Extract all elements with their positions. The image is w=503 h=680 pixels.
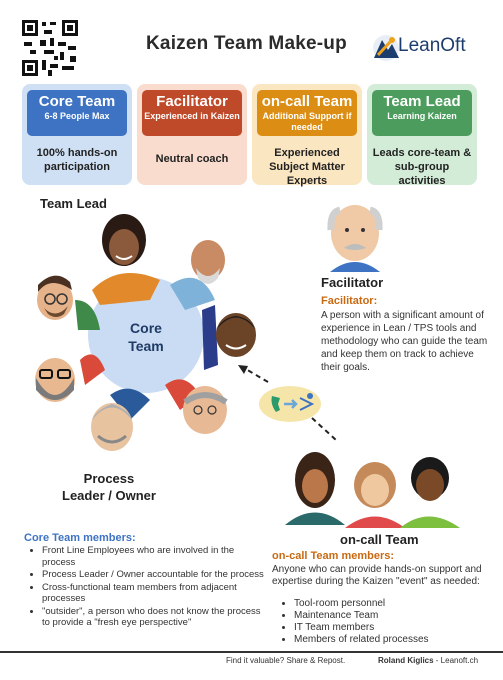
phone-icon bbox=[259, 386, 321, 422]
card-body: 100% hands-on participation bbox=[36, 147, 118, 173]
card-header: on-call Team Additional Support if neede… bbox=[257, 90, 357, 136]
card-body: Neutral coach bbox=[155, 153, 229, 165]
card-header: Core Team 6-8 People Max bbox=[27, 90, 127, 136]
process-leader-label: Process Leader / Owner bbox=[62, 470, 156, 504]
core-members-list: Front Line Employees who are involved in… bbox=[24, 545, 267, 630]
oncall-members-list: Tool-room personnel Maintenance Team IT … bbox=[272, 598, 503, 646]
core-team-label: Core Team bbox=[128, 320, 164, 354]
footer-author: Roland Kiglics bbox=[378, 656, 434, 665]
core-team-table bbox=[88, 277, 204, 393]
card-title: Core Team bbox=[38, 93, 116, 110]
right-man-person bbox=[202, 305, 256, 370]
footer-divider bbox=[0, 651, 503, 653]
card-body: Experienced Subject Matter Experts bbox=[269, 147, 345, 187]
glasses-man-left-person bbox=[37, 275, 100, 330]
footer-credit: Roland Kiglics - Leanoft.ch bbox=[378, 656, 478, 665]
process-label-line2: Leader / Owner bbox=[62, 488, 156, 503]
oncall-members-heading: on-call Team members: bbox=[272, 550, 395, 562]
list-item: Maintenance Team bbox=[294, 610, 503, 622]
bald-man-person bbox=[170, 240, 225, 310]
team-lead-person bbox=[92, 214, 160, 305]
qr-code-icon bbox=[22, 20, 78, 76]
list-item: Tool-room personnel bbox=[294, 598, 503, 610]
list-item: Members of related processes bbox=[294, 634, 503, 646]
oncall-team-people bbox=[285, 452, 460, 528]
list-item: IT Team members bbox=[294, 622, 503, 634]
footer-share-text: Find it valuable? Share & Repost. bbox=[226, 656, 346, 665]
logo-text: LeanOft bbox=[398, 35, 466, 56]
card-header: Facilitator Experienced in Kaizen bbox=[142, 90, 242, 136]
dashed-arrows bbox=[238, 365, 337, 441]
oncall-description: Anyone who can provide hands-on support … bbox=[272, 564, 482, 587]
card-header: Team Lead Learning Kaizen bbox=[372, 90, 472, 136]
team-lead-label: Team Lead bbox=[40, 196, 107, 211]
process-label-line1: Process bbox=[83, 471, 135, 486]
facilitator-description: A person with a significant amount of ex… bbox=[321, 310, 488, 373]
card-subtitle: Additional Support if needed bbox=[262, 111, 352, 132]
oncall-label: on-call Team bbox=[340, 532, 419, 547]
list-item: Cross-functional team members from adjac… bbox=[42, 582, 267, 605]
card-core-team: Core Team 6-8 People Max 100% hands-on p… bbox=[22, 84, 132, 185]
card-subtitle: Learning Kaizen bbox=[387, 111, 457, 121]
page-title: Kaizen Team Make-up bbox=[146, 33, 347, 54]
arrows-icon bbox=[299, 393, 315, 411]
card-title: Team Lead bbox=[383, 93, 461, 110]
card-team-lead: Team Lead Learning Kaizen Leads core-tea… bbox=[367, 84, 477, 187]
facilitator-person bbox=[327, 205, 383, 272]
card-facilitator: Facilitator Experienced in Kaizen Neutra… bbox=[137, 84, 247, 185]
list-item: Front Line Employees who are involved in… bbox=[42, 545, 267, 568]
footer-site: - Leanoft.ch bbox=[433, 656, 479, 665]
list-item: "outsider", a person who does not know t… bbox=[42, 606, 267, 629]
card-title: on-call Team bbox=[261, 93, 353, 110]
facilitator-heading: Facilitator: bbox=[321, 295, 378, 307]
core-members-heading: Core Team members: bbox=[24, 532, 136, 544]
card-body: Leads core-team & sub-group activities bbox=[372, 147, 472, 187]
card-title: Facilitator bbox=[156, 93, 228, 110]
card-subtitle: 6-8 People Max bbox=[44, 111, 110, 121]
card-subtitle: Experienced in Kaizen bbox=[144, 111, 240, 121]
facilitator-label: Facilitator bbox=[321, 275, 384, 290]
bearded-man-person bbox=[35, 354, 105, 402]
list-item: Process Leader / Owner accountable for t… bbox=[42, 569, 267, 581]
glasses-man-bottom-person bbox=[165, 379, 228, 434]
grey-hair-man-person bbox=[91, 388, 150, 451]
leanoft-logo-icon bbox=[373, 35, 399, 61]
card-oncall-team: on-call Team Additional Support if neede… bbox=[252, 84, 362, 187]
